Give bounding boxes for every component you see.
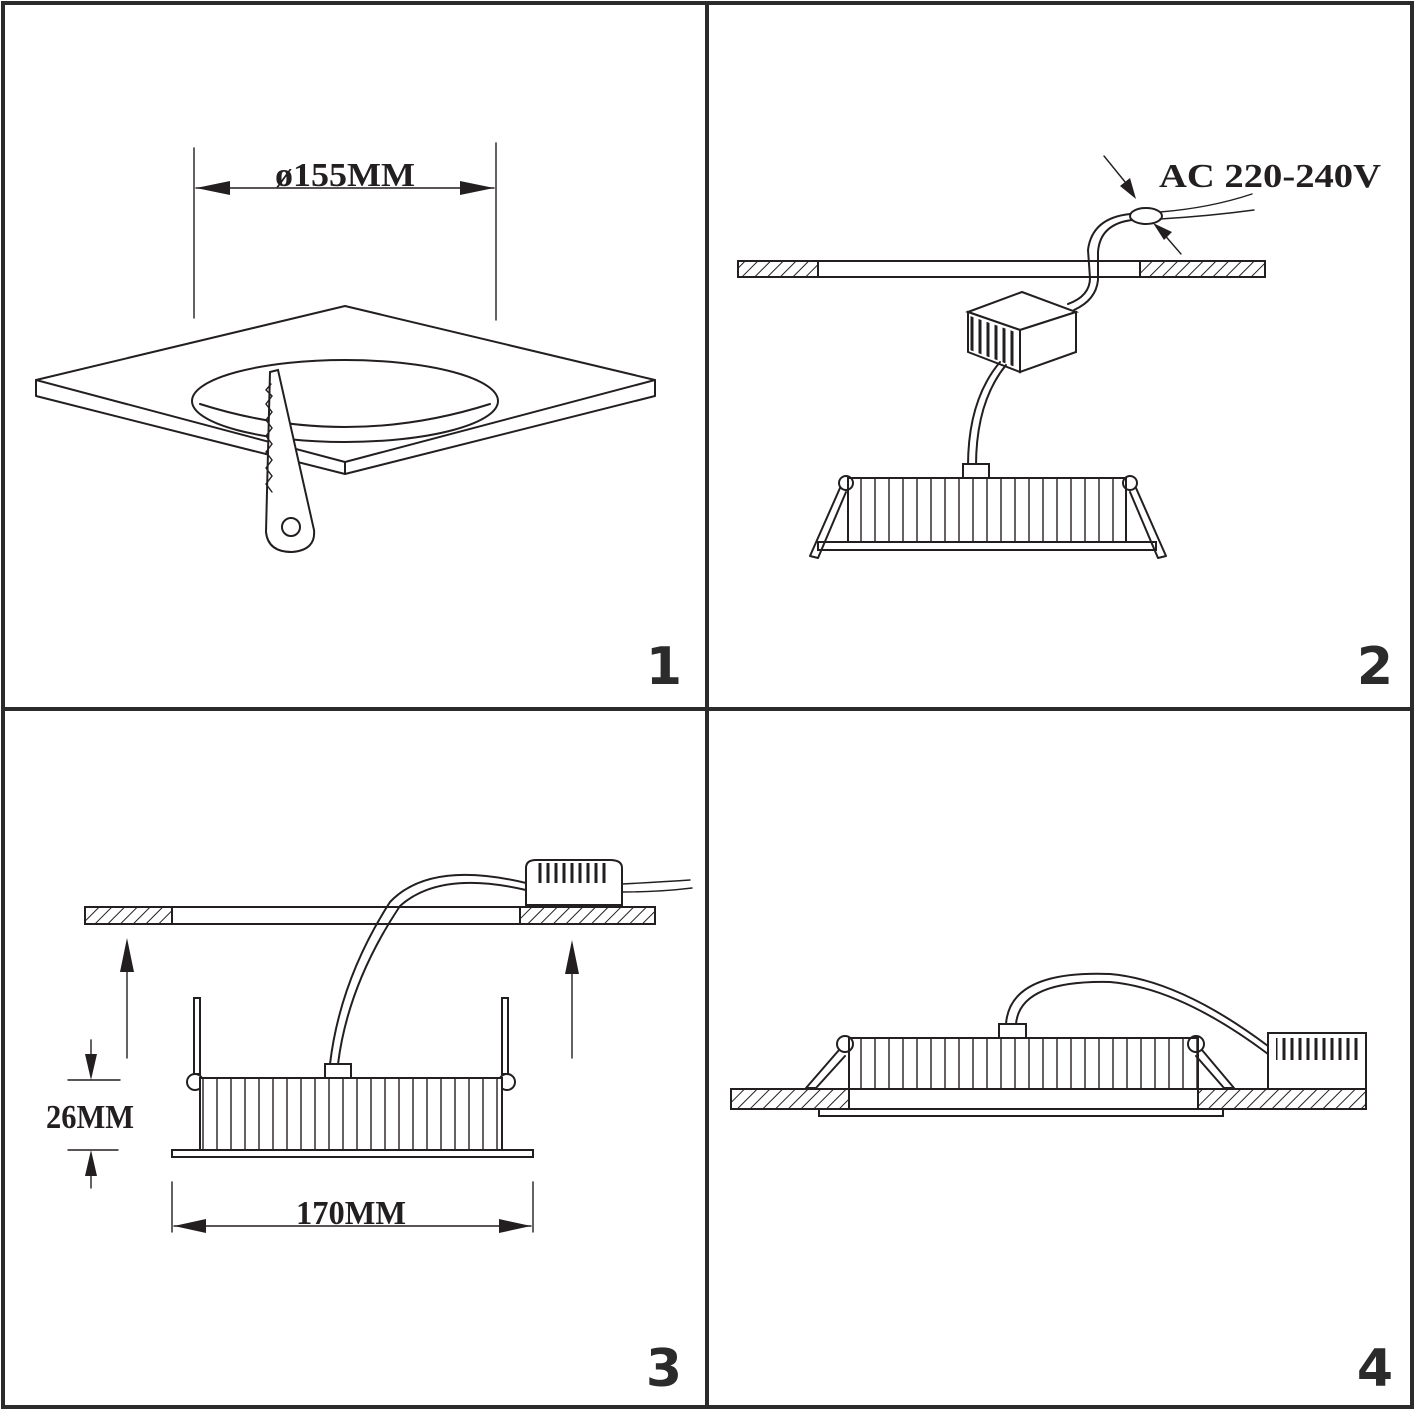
ceiling-opening-3	[171, 906, 521, 925]
wire-connector	[1129, 207, 1163, 225]
ceiling-slab-edge-right	[344, 379, 656, 475]
light-cable-gland-3	[324, 1063, 352, 1079]
ceiling-left-hatch-3	[84, 906, 173, 925]
spring-right-arm-4	[1195, 1049, 1235, 1089]
spring-upright-left	[193, 997, 201, 1075]
spring-left-arm-4	[805, 1049, 846, 1089]
ceiling-right-hatch-4	[1197, 1088, 1367, 1110]
cutout-hole	[191, 359, 499, 443]
panel-3: 26MM 170MM 3	[46, 859, 693, 1399]
mains-wire-2	[1159, 209, 1255, 220]
spring-right-icon	[1122, 475, 1138, 491]
driver-output-cable	[967, 361, 1001, 467]
ceiling-left-hatch-4	[730, 1088, 850, 1110]
ceiling-slab-top	[35, 305, 656, 463]
light-cable-4b	[1015, 980, 1269, 1055]
spring-clip-serration	[265, 383, 273, 493]
driver-input-wire-b	[1073, 219, 1133, 311]
light-cable-gland-4	[998, 1023, 1027, 1039]
light-cable-gland	[962, 463, 990, 479]
spring-right-arm	[1129, 487, 1167, 559]
ceiling-slab-edge-left	[35, 379, 346, 475]
spring-right-icon-4	[1187, 1035, 1205, 1053]
downlight-heatsink-4	[848, 1037, 1199, 1090]
panel-number-4: 4	[1357, 1339, 1393, 1399]
mains-wire-3a	[621, 879, 691, 885]
panel-4: 4	[730, 972, 1393, 1399]
light-cable-3b	[337, 881, 527, 1065]
ceiling-left-hatch	[737, 260, 819, 278]
height-arrow-bottom-head	[85, 1150, 97, 1176]
downlight-bezel	[817, 541, 1157, 551]
height-arrow-top-head	[85, 1054, 97, 1080]
driver-output-cable-b	[975, 364, 1007, 467]
driver-box-vents-3	[536, 863, 610, 883]
ceiling-right-hatch-3	[519, 906, 656, 925]
ceiling-right-hatch	[1139, 260, 1266, 278]
panel-number-3: 3	[646, 1339, 682, 1399]
light-cable-3	[329, 873, 527, 1065]
spring-clip-icon	[264, 368, 316, 554]
width-arrow-right	[499, 1219, 531, 1233]
diameter-label: ø155MM	[275, 157, 415, 194]
driver-box-side	[1019, 310, 1077, 374]
spring-left-icon-4	[836, 1035, 854, 1053]
driver-input-wire	[1067, 213, 1131, 305]
ceiling-opening	[817, 260, 1141, 278]
cutout-hole-depth	[199, 403, 491, 428]
dim-arrow-right	[460, 181, 494, 195]
mains-wire-1	[1159, 193, 1253, 213]
downlight-bezel-4	[818, 1108, 1224, 1117]
panel-number-1: 1	[646, 637, 682, 697]
driver-box-vents	[970, 316, 1018, 368]
downlight-bezel-3	[171, 1149, 534, 1158]
dim-arrow-left	[196, 181, 230, 195]
push-arrow-left-head	[120, 938, 134, 972]
supply-arrow-head-bottom	[1153, 223, 1172, 240]
mains-wire-3b	[621, 887, 693, 893]
supply-voltage-label: AC 220-240V	[1159, 158, 1382, 195]
driver-box-vents-4	[1276, 1038, 1358, 1060]
supply-arrow-head-top	[1120, 178, 1136, 199]
height-label: 26MM	[46, 1099, 134, 1136]
downlight-heatsink-3	[199, 1077, 503, 1151]
panel-number-2: 2	[1357, 637, 1393, 697]
panel-2: AC 220-240V 2	[737, 155, 1393, 697]
push-arrow-right-head	[565, 940, 579, 974]
light-cable-4	[1005, 972, 1269, 1047]
width-arrow-left	[174, 1219, 206, 1233]
ceiling-opening-4	[848, 1088, 1199, 1110]
spring-left-icon	[838, 475, 854, 491]
spring-upright-right	[501, 997, 509, 1075]
spring-clip-hole	[281, 517, 301, 537]
downlight-heatsink	[847, 477, 1127, 543]
spring-left-arm	[809, 487, 847, 559]
panel-1: ø155MM 1	[35, 142, 682, 697]
width-label: 170MM	[296, 1195, 406, 1232]
